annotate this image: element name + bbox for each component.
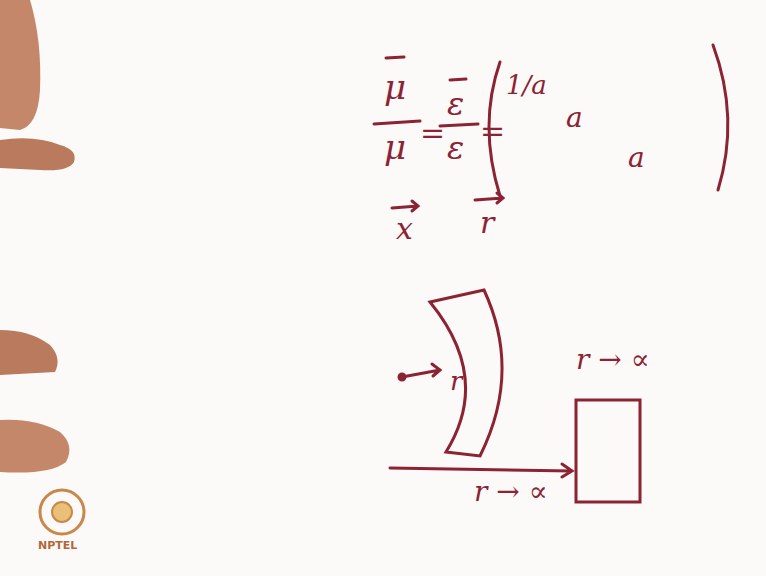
matrix-bracket	[713, 45, 728, 190]
radius-arrow	[402, 364, 440, 377]
logo-center	[52, 502, 72, 522]
symbol: μ	[384, 70, 406, 104]
limit-note: r → ∝	[474, 478, 548, 506]
hand-finger	[0, 0, 40, 130]
vector-symbol: x	[396, 214, 413, 244]
symbol: μ	[384, 130, 406, 164]
logo-text: NPTEL	[38, 540, 77, 551]
curved-shell	[430, 290, 502, 456]
hand-finger	[0, 138, 75, 170]
logo-ring	[40, 490, 84, 534]
limit-arrow	[390, 464, 572, 477]
matrix-entry: a	[628, 144, 645, 172]
fraction-bar	[440, 124, 478, 126]
hand-finger	[0, 330, 58, 375]
flat-slab	[576, 400, 640, 502]
hand-finger	[0, 420, 69, 473]
fraction-bar	[374, 121, 420, 124]
limit-note: r → ∝	[576, 346, 650, 374]
overbar	[450, 79, 466, 80]
vector-arrow	[392, 201, 418, 211]
matrix-entry: 1/a	[506, 72, 547, 98]
overbar	[386, 57, 404, 58]
matrix-entry: a	[566, 104, 583, 132]
curved-shell-region: r	[428, 288, 510, 458]
symbol: ε	[447, 132, 464, 164]
vector-symbol: r	[480, 208, 494, 238]
symbol: ε	[447, 88, 464, 120]
equals-sign: =	[480, 116, 505, 146]
radius-label: r	[450, 368, 462, 394]
vector-arrow	[475, 193, 503, 203]
equals-sign: =	[420, 118, 445, 148]
